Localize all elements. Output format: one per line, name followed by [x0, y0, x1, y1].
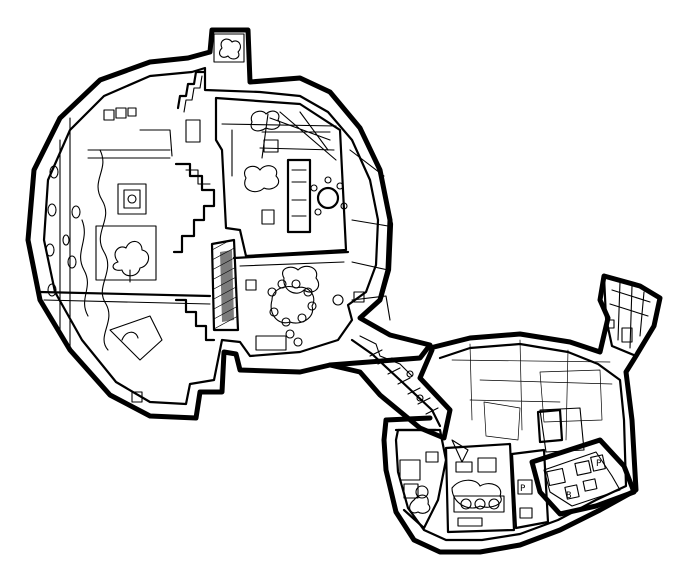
central-hall-walls	[214, 96, 348, 258]
collapsed-rubble	[109, 315, 163, 361]
east-alcove	[539, 407, 585, 453]
chest	[261, 209, 275, 225]
south-west-annex	[394, 428, 448, 530]
zigzag-stair	[172, 162, 216, 254]
bench	[453, 495, 505, 513]
south-east-annex: P B	[529, 437, 637, 517]
east-ring-details	[349, 126, 394, 321]
garden-pond-frame	[95, 225, 157, 281]
west-dome-outer-wall	[25, 27, 433, 421]
central-hall	[214, 96, 348, 258]
hatched-pillar	[210, 238, 240, 332]
west-staircases	[172, 70, 216, 342]
room-letter-p-b: P	[596, 459, 602, 469]
garden-bushes	[45, 165, 81, 297]
connecting-corridor	[327, 335, 453, 441]
west-dome-chamber	[25, 27, 433, 421]
east-dome-chamber: P P B	[381, 273, 663, 555]
cloud-bush-b	[244, 165, 280, 193]
small-crate	[131, 391, 143, 403]
north-alcove	[536, 408, 564, 444]
round-table	[310, 176, 348, 216]
garden-stream-b	[80, 219, 89, 317]
cloud-bush	[250, 110, 281, 132]
east-p-room: P	[510, 448, 550, 530]
east-dome-outer-wall	[381, 273, 663, 555]
west-dome-inner-wall	[42, 66, 380, 406]
garden-stream	[97, 149, 110, 351]
shrub-cluster	[282, 265, 320, 294]
p-sign	[517, 479, 533, 495]
ring-stones	[267, 279, 317, 347]
east-interior-sketch	[451, 339, 613, 453]
tree-icon	[112, 240, 150, 283]
corridor-stair-steps	[369, 349, 439, 415]
room-letter-p-a: P	[520, 484, 526, 494]
statue-plinth	[117, 183, 147, 215]
east-central-room	[444, 439, 516, 534]
north-stair	[176, 70, 206, 110]
stone-circle-room	[232, 250, 365, 351]
stone-ring	[270, 285, 315, 324]
iron-grate	[259, 111, 337, 161]
corridor-outer-wall	[327, 347, 453, 441]
west-garden-area	[38, 107, 212, 403]
crate	[263, 139, 279, 153]
tower-cells	[602, 274, 662, 358]
west-cross-wall	[38, 290, 212, 298]
room-mark-b: B	[566, 491, 571, 501]
north-entrance	[213, 33, 245, 63]
upper-left-cells	[103, 107, 173, 157]
south-stair	[174, 298, 216, 342]
long-table	[286, 158, 312, 234]
stair-landing	[185, 119, 201, 143]
bed	[399, 459, 421, 481]
